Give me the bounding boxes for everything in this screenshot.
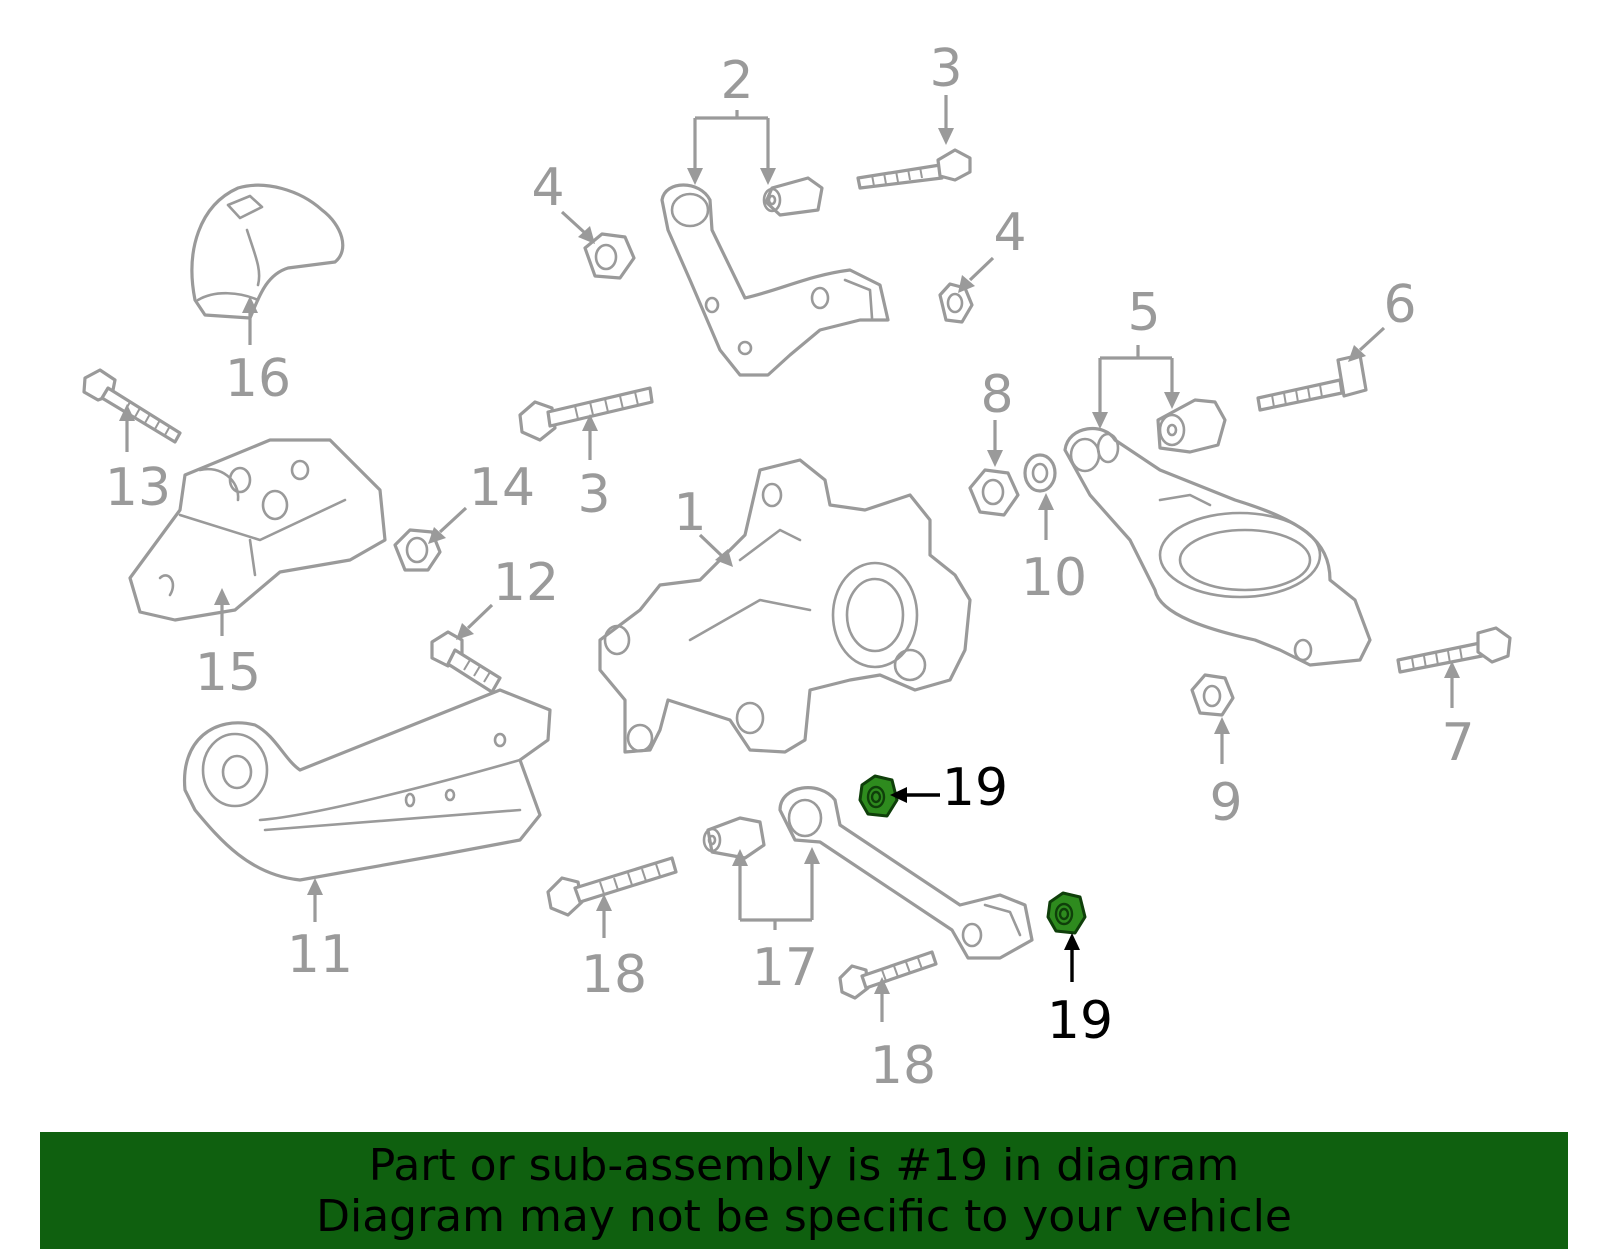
callout-14: 14 xyxy=(469,458,535,518)
banner-line-part-number: Part or sub-assembly is #19 in diagram xyxy=(368,1139,1240,1191)
parts-diagram: 2 3 4 4 16 13 3 14 1 15 12 8 10 5 6 7 9 … xyxy=(82,39,1512,1096)
callout-10: 10 xyxy=(1021,548,1087,608)
part-3-bolt-middle xyxy=(518,386,654,442)
part-17-bushing xyxy=(702,816,766,860)
callout-17: 17 xyxy=(752,938,818,998)
part-2-bushing xyxy=(762,176,824,217)
callout-6: 6 xyxy=(1383,275,1416,335)
callout-19-lower: 19 xyxy=(1047,991,1113,1051)
callout-16: 16 xyxy=(225,349,291,409)
callout-11: 11 xyxy=(287,925,353,985)
part-10-washer xyxy=(1023,453,1057,493)
part-3-bolt-upper xyxy=(856,148,972,190)
part-info-banner: Part or sub-assembly is #19 in diagram D… xyxy=(40,1132,1568,1249)
callout-8: 8 xyxy=(980,365,1013,425)
part-9-nut xyxy=(1190,673,1235,717)
callout-9: 9 xyxy=(1209,773,1242,833)
part-19-nut-upper xyxy=(858,774,899,818)
part-17-lateral-rod xyxy=(778,786,1034,960)
callout-4-left: 4 xyxy=(531,158,564,218)
callout-3-middle: 3 xyxy=(577,465,610,525)
callout-4-right: 4 xyxy=(993,203,1026,263)
part-2-upper-arm xyxy=(660,183,890,377)
callout-13: 13 xyxy=(105,458,171,518)
callout-12: 12 xyxy=(493,553,559,613)
banner-line-disclaimer: Diagram may not be specific to your vehi… xyxy=(316,1190,1292,1242)
callout-7: 7 xyxy=(1441,713,1474,773)
part-7-bolt xyxy=(1396,626,1512,674)
callout-2: 2 xyxy=(720,51,753,111)
part-1-knuckle xyxy=(598,458,972,754)
callout-1: 1 xyxy=(673,483,706,543)
callout-3-upper: 3 xyxy=(929,39,962,99)
callout-18-left: 18 xyxy=(581,945,647,1005)
part-5-bushing xyxy=(1156,398,1227,454)
part-8-nut xyxy=(968,468,1020,517)
callout-19-upper: 19 xyxy=(942,758,1008,818)
part-18-bolt-left xyxy=(546,856,678,917)
part-6-bolt xyxy=(1256,353,1368,412)
part-15-insulator xyxy=(128,438,387,622)
callout-5: 5 xyxy=(1127,283,1160,343)
part-4-nut-left xyxy=(583,232,636,280)
part-19-nut-lower xyxy=(1046,891,1087,935)
part-5-lower-arm xyxy=(1063,426,1372,667)
part-13-bolt xyxy=(82,368,182,444)
part-16-cover xyxy=(190,183,345,320)
callout-18-right: 18 xyxy=(870,1036,936,1096)
part-4-nut-right xyxy=(938,282,974,324)
callout-15: 15 xyxy=(195,643,261,703)
leader-lines xyxy=(119,95,1460,1022)
part-14-nut xyxy=(393,528,442,572)
part-18-bolt-right xyxy=(838,950,938,1000)
part-11-trailing-arm xyxy=(182,688,552,882)
part-12-bolt xyxy=(430,630,502,694)
